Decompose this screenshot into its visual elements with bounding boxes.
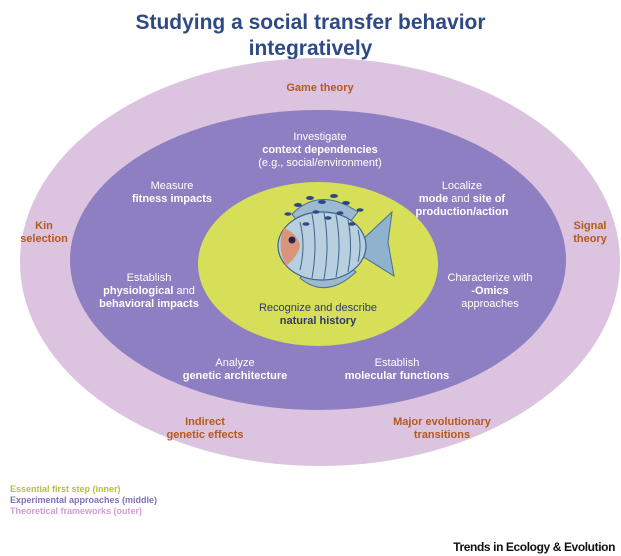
label-omics-approaches: Characterize with -Omics approaches <box>447 272 533 310</box>
label-major-evolutionary-transitions: Major evolutionary transitions <box>393 416 491 441</box>
label-context-dependencies: Investigate context dependencies (e.g., … <box>258 131 382 169</box>
label-genetic-architecture: Analyze genetic architecture <box>182 357 288 382</box>
legend-inner: Essential first step (inner) <box>10 484 121 494</box>
legend-middle: Experimental approaches (middle) <box>10 495 158 505</box>
label-indirect-genetic-effects: Indirect genetic effects <box>166 416 244 441</box>
diagram-title: Studying a social transfer behavior inte… <box>0 10 621 62</box>
label-fitness-impacts: Measure fitness impacts <box>131 180 213 205</box>
legend-outer: Theoretical frameworks (outer) <box>10 506 143 516</box>
label-kin-selection: Kin selection <box>20 220 68 245</box>
legend: Essential first step (inner) Experimenta… <box>10 484 157 517</box>
fish-illustration <box>277 194 395 289</box>
title-line-1: Studying a social transfer behavior <box>135 11 486 34</box>
label-molecular-functions: Establish molecular functions <box>344 357 450 382</box>
label-localize-mode-site: Localize mode and site of production/act… <box>415 180 509 218</box>
journal-footer: Trends in Ecology & Evolution <box>453 540 615 554</box>
title-line-2: integratively <box>248 37 373 60</box>
label-physiological-behavioral: Establish physiological and behavioral i… <box>99 272 199 310</box>
label-signal-theory: Signal theory <box>573 220 607 245</box>
label-natural-history: Recognize and describe natural history <box>258 302 378 327</box>
label-game-theory: Game theory <box>286 82 354 94</box>
